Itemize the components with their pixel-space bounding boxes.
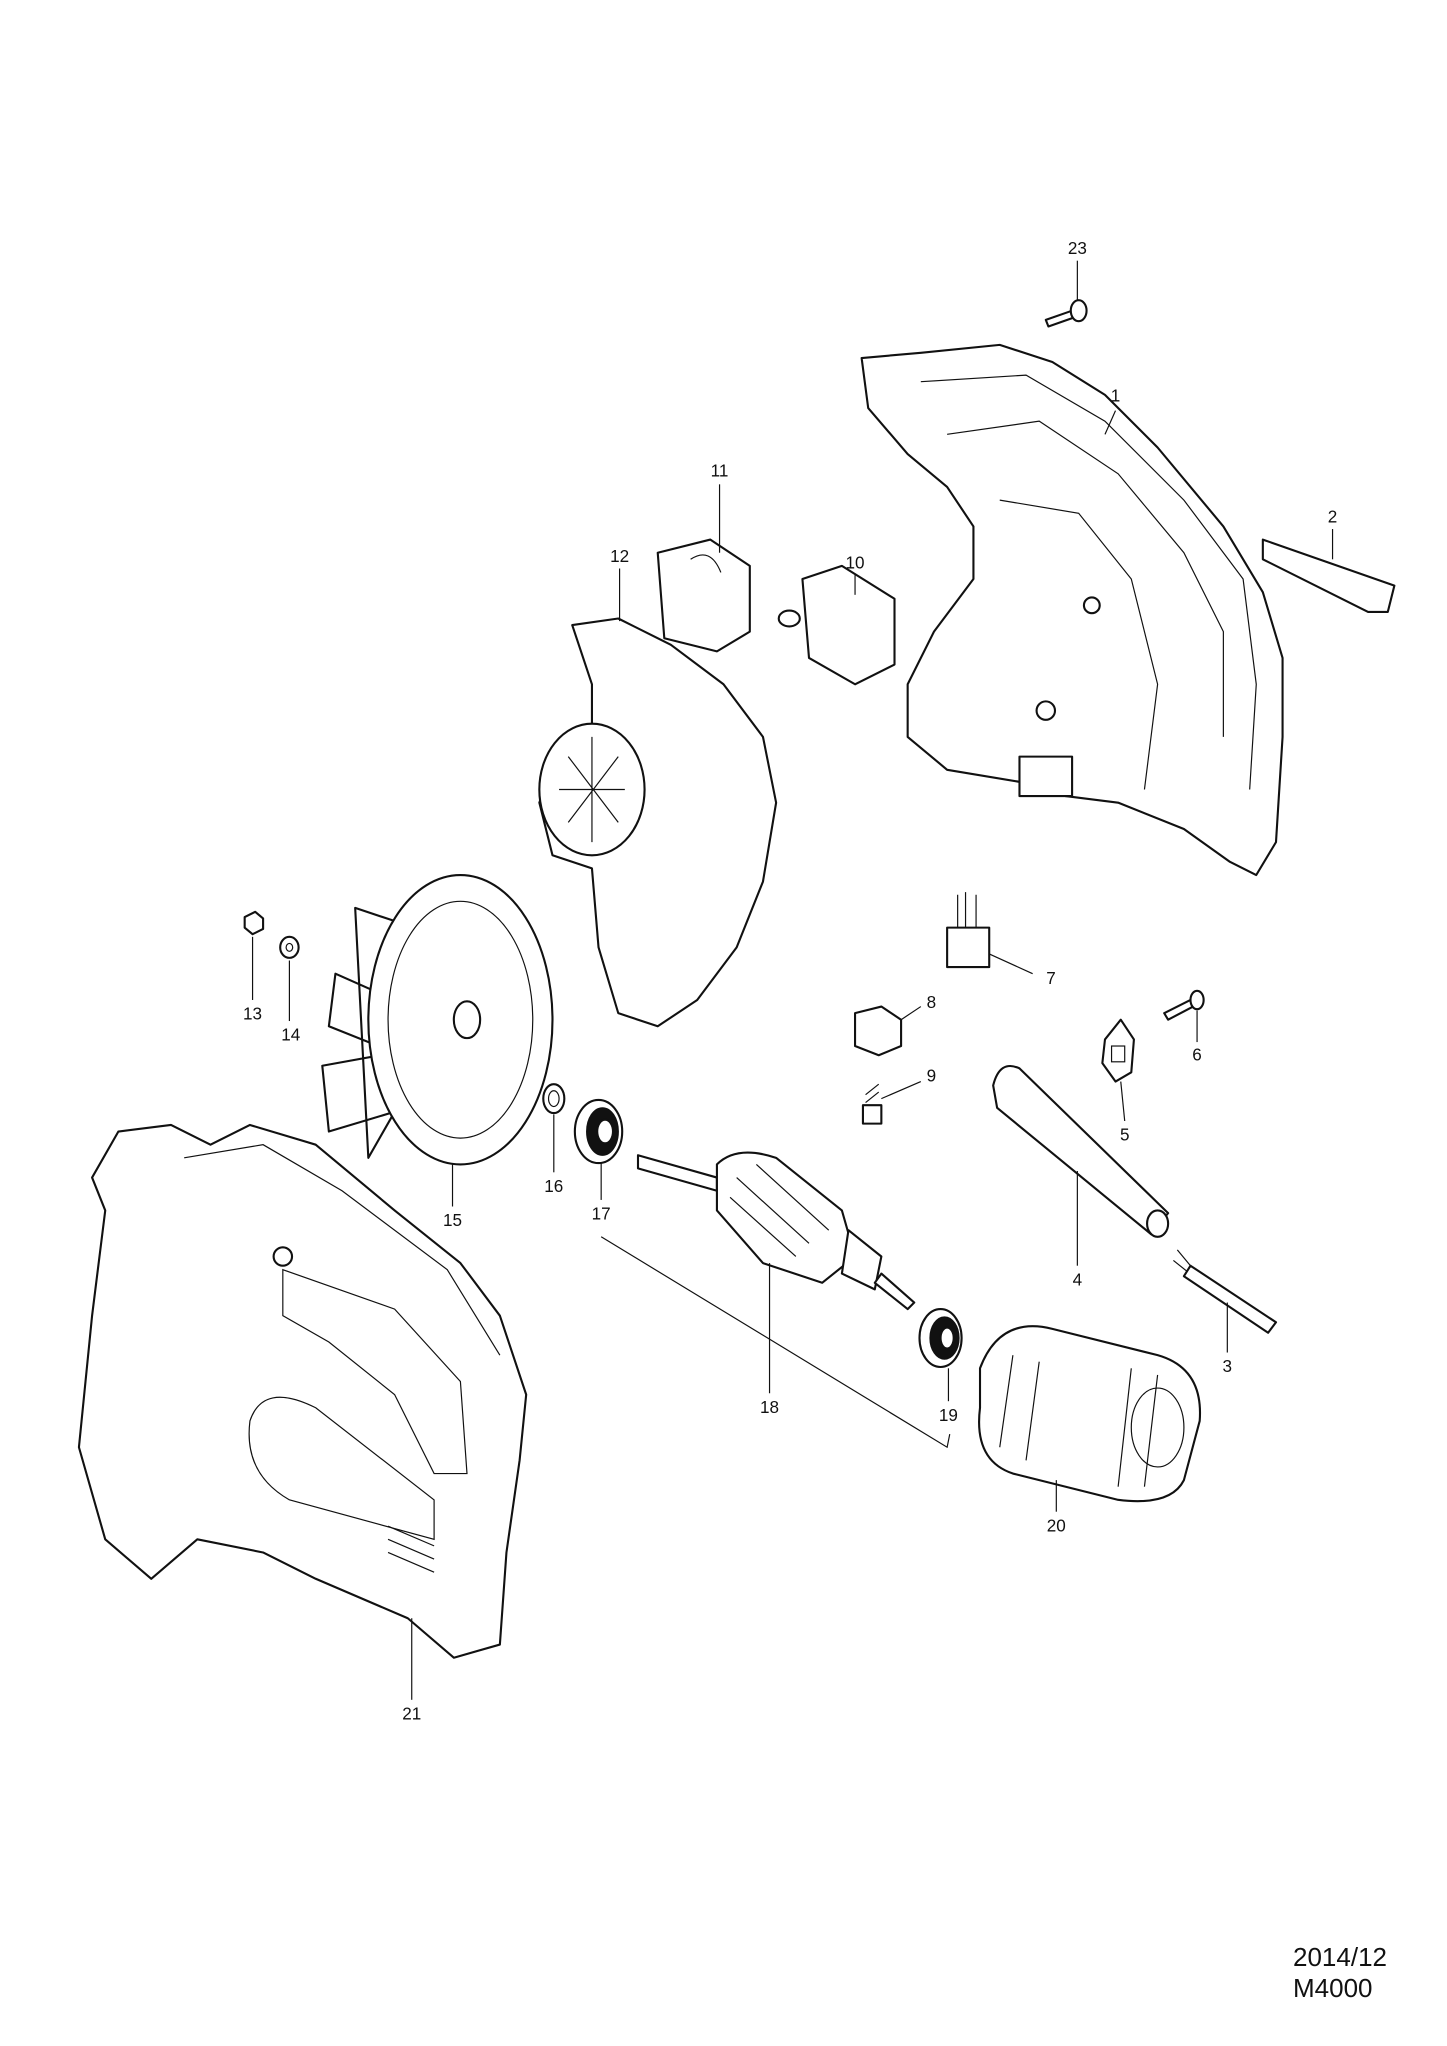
label-6: 6 <box>1192 1045 1202 1064</box>
label-4: 4 <box>1073 1270 1083 1289</box>
label-7: 7 <box>1046 969 1056 988</box>
label-15: 15 <box>443 1211 462 1230</box>
part-2-nameplate: 2 <box>1261 507 1396 613</box>
label-10: 10 <box>846 554 865 573</box>
part-15-fan: 15 <box>321 873 554 1230</box>
label-1: 1 <box>1111 386 1121 405</box>
part-16-washer: 16 <box>542 1083 566 1196</box>
part-23-screw: 23 <box>1044 239 1088 328</box>
label-20: 20 <box>1047 1516 1066 1535</box>
label-5: 5 <box>1120 1126 1130 1145</box>
part-5-strain-relief: 5 <box>1101 1018 1135 1145</box>
revision-date: 2014/12 <box>1293 1942 1387 1972</box>
part-19-bearing: 19 <box>918 1308 963 1425</box>
part-17-bearing: 17 <box>573 1098 624 1224</box>
part-6-screw: 6 <box>1163 989 1205 1064</box>
part-13-nut: 13 <box>243 910 265 1024</box>
part-21-main-housing: 21 <box>77 1123 528 1724</box>
part-10-switch: 10 <box>777 554 896 686</box>
label-16: 16 <box>544 1177 563 1196</box>
label-23: 23 <box>1068 239 1087 258</box>
part-20-field: 20 <box>978 1325 1202 1535</box>
label-17: 17 <box>592 1205 611 1224</box>
part-4-cord-guard: 4 <box>992 1064 1170 1289</box>
part-11-block: 11 <box>656 461 751 653</box>
model-number: M4000 <box>1293 1973 1373 2003</box>
label-3: 3 <box>1223 1357 1233 1376</box>
label-19: 19 <box>939 1406 958 1425</box>
part-18-armature: 18 <box>636 1151 916 1417</box>
label-13: 13 <box>243 1005 262 1024</box>
part-9-carbon-brush: 9 <box>861 1067 937 1125</box>
label-21: 21 <box>402 1705 421 1724</box>
label-2: 2 <box>1328 507 1338 526</box>
kit-bracket-line <box>600 1236 951 1449</box>
part-7-brush-holder: 7 <box>946 892 1056 988</box>
label-12: 12 <box>610 547 629 566</box>
label-8: 8 <box>927 993 937 1012</box>
part-1-housing-cover: 1 <box>860 343 1284 877</box>
label-11: 11 <box>711 461 729 480</box>
label-14: 14 <box>281 1026 300 1045</box>
label-18: 18 <box>760 1398 779 1417</box>
part-3-power-cord: 3 <box>1173 1249 1278 1376</box>
label-9: 9 <box>927 1067 937 1086</box>
part-8-brush-cap: 8 <box>853 993 937 1057</box>
part-12-fan-guide: 12 <box>538 547 778 1028</box>
part-14-washer: 14 <box>279 935 300 1045</box>
